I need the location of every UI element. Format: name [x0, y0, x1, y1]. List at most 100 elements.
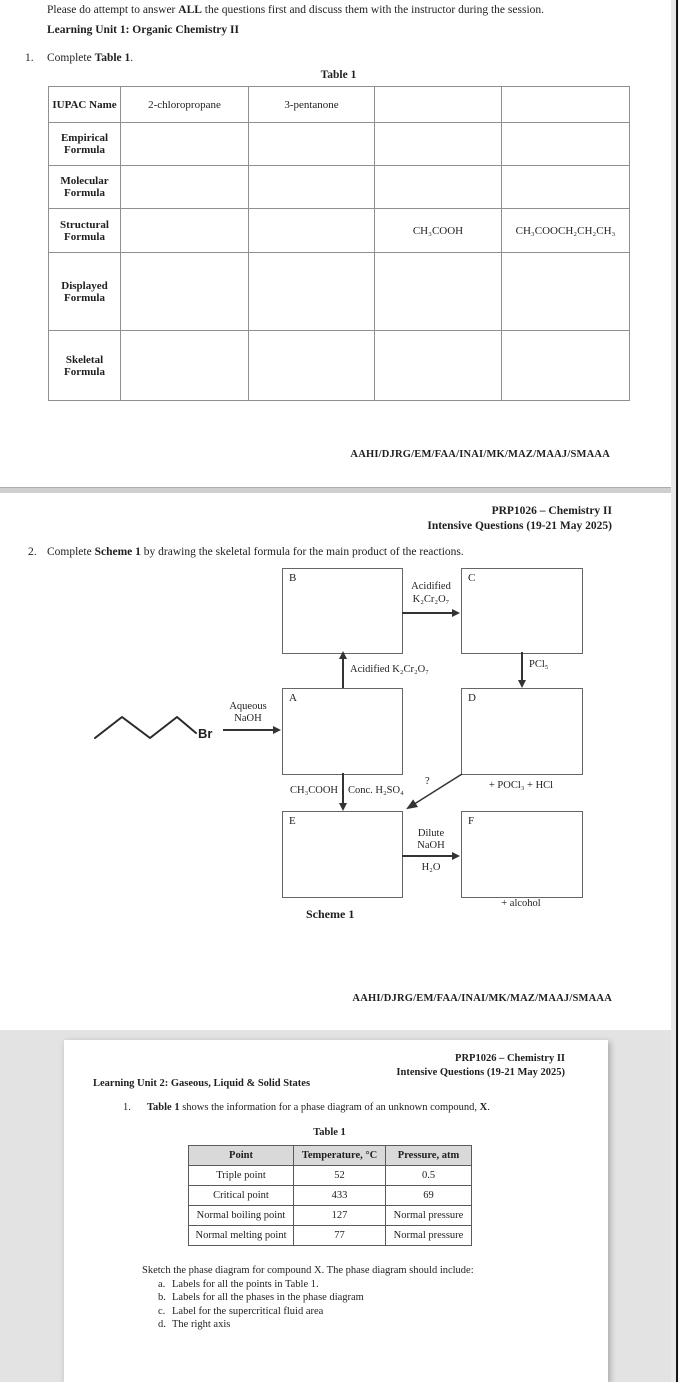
intro-post: the questions first and discuss them wit…: [201, 4, 545, 16]
table-cell-empty: [374, 165, 502, 209]
arrowhead-down-icon: [339, 803, 347, 811]
q2-pre: Complete: [47, 546, 95, 558]
page3-header: PRP1026 – Chemistry II Intensive Questio…: [396, 1052, 565, 1080]
table-row: Structural Formula CH₃COOH CH₃COOCH₂CH₂C…: [48, 208, 630, 253]
column-header: Point: [188, 1145, 294, 1166]
list-item: Labels for all the phases in the phase d…: [172, 1292, 364, 1303]
unit1-title: Learning Unit 1: Organic Chemistry II: [47, 24, 239, 36]
byproduct-f: + alcohol: [501, 898, 541, 909]
reagent-aqueous: Aqueous: [229, 701, 267, 712]
q-end: .: [487, 1102, 490, 1113]
page2-footer-code: AAHI/DJRG/EM/FAA/INAI/MK/MAZ/MAAJ/SMAAA: [352, 993, 612, 1004]
compounds-table: IUPAC Name 2-chloropropane 3-pentanone E…: [48, 86, 630, 401]
scheme-box-a: A: [282, 688, 403, 775]
reagent-b-to-c-line1: Acidified: [411, 581, 451, 592]
question1-text: Complete Table 1.: [47, 52, 133, 64]
sketch-instruction: Sketch the phase diagram for compound X.…: [142, 1265, 474, 1276]
scrollbar-track[interactable]: [671, 0, 676, 1382]
table-cell: 0.5: [385, 1165, 472, 1186]
table-cell-empty: [120, 252, 249, 331]
intro-pre: Please do attempt to answer: [47, 4, 179, 16]
question1-number: 1.: [123, 1102, 131, 1113]
table-cell: 433: [293, 1185, 386, 1206]
table-cell-empty: [248, 208, 375, 253]
table-cell-empty: [248, 252, 375, 331]
arrow-a-to-b: [342, 658, 344, 688]
list-item-label: b.: [158, 1292, 166, 1303]
box-b-label: B: [289, 572, 297, 584]
table-cell: 127: [293, 1205, 386, 1226]
table-cell-empty: [120, 208, 249, 253]
table-cell: 3-pentanone: [248, 86, 375, 123]
reagent-naoh: NaOH: [234, 713, 262, 724]
table1-caption: Table 1: [320, 69, 357, 81]
row-header: Displayed Formula: [48, 252, 121, 331]
row-header: IUPAC Name: [48, 86, 121, 123]
intro-bold: ALL: [178, 4, 202, 16]
reagent-a-to-e-left: CH₃COOH: [290, 785, 338, 796]
list-item-label: a.: [158, 1279, 166, 1290]
table-cell: Normal boiling point: [188, 1205, 294, 1226]
q-mid: shows the information for a phase diagra…: [179, 1102, 480, 1113]
table-cell: Normal melting point: [188, 1225, 294, 1246]
box-e-label: E: [289, 815, 296, 827]
page-3: PRP1026 – Chemistry II Intensive Questio…: [64, 1040, 608, 1382]
table-cell-empty: [374, 252, 502, 331]
bromobutane-skeletal-structure: Br: [94, 716, 212, 741]
table-row: Critical point 433 69: [188, 1185, 472, 1206]
arrowhead-down-icon: [518, 680, 526, 688]
table-cell-empty: [120, 165, 249, 209]
arrow-d-to-e-diagonal: [406, 773, 463, 810]
box-a-label: A: [289, 692, 297, 704]
question1-number: 1.: [25, 52, 34, 64]
q2-post: by drawing the skeletal formula for the …: [140, 546, 464, 558]
table-header-row: Point Temperature, °C Pressure, atm: [188, 1145, 472, 1166]
box-c-label: C: [468, 572, 476, 584]
table-cell-empty: [501, 252, 630, 331]
table-cell: [501, 86, 630, 123]
table-row: Empirical Formula: [48, 122, 630, 166]
reagent-d-to-e-question: ?: [425, 776, 430, 787]
course-subtitle: Intensive Questions (19-21 May 2025): [396, 1067, 565, 1078]
q2-bold: Scheme 1: [94, 546, 141, 558]
q-bold2: X: [479, 1102, 488, 1113]
list-item: The right axis: [172, 1319, 231, 1330]
table-cell: Normal pressure: [385, 1225, 472, 1246]
reagent-b-to-c-line2: K₂Cr₂O₇: [412, 594, 450, 605]
table-cell-empty: [120, 330, 249, 401]
arrow-b-to-c: [402, 612, 453, 614]
reagent-a-to-b: Acidified K₂Cr₂O₇: [350, 664, 429, 675]
table-cell: [374, 86, 502, 123]
table-cell: 69: [385, 1185, 472, 1206]
reagent-e-to-f-line2: NaOH: [417, 840, 445, 851]
course-subtitle: Intensive Questions (19-21 May 2025): [427, 520, 612, 532]
reagent-c-to-d: PCl₅: [529, 659, 549, 670]
table-cell-empty: [501, 330, 630, 401]
table-row: Normal melting point 77 Normal pressure: [188, 1225, 472, 1246]
table-cell: 52: [293, 1165, 386, 1186]
q1-pre: Complete: [47, 52, 95, 64]
table-row: Normal boiling point 127 Normal pressure: [188, 1205, 472, 1226]
page-1: Please do attempt to answer ALL the ques…: [0, 0, 671, 487]
table1-caption: Table 1: [313, 1127, 346, 1138]
table-cell: Normal pressure: [385, 1205, 472, 1226]
table-cell: 2-chloropropane: [120, 86, 249, 123]
row-header: Empirical Formula: [48, 122, 121, 166]
box-d-label: D: [468, 692, 476, 704]
table-cell: Triple point: [188, 1165, 294, 1186]
arrowhead-right-icon: [452, 852, 460, 860]
box-f-label: F: [468, 815, 475, 827]
list-item: Labels for all the points in Table 1.: [172, 1279, 319, 1290]
table-row: Skeletal Formula: [48, 330, 630, 401]
list-item-label: d.: [158, 1319, 166, 1330]
table-row: Triple point 52 0.5: [188, 1165, 472, 1186]
row-header: Skeletal Formula: [48, 330, 121, 401]
br-atom-label: Br: [198, 726, 212, 741]
question2-number: 2.: [28, 546, 37, 558]
question1-text: Table 1 shows the information for a phas…: [147, 1102, 490, 1113]
unit2-title: Learning Unit 2: Gaseous, Liquid & Solid…: [93, 1078, 311, 1089]
scheme-caption: Scheme 1: [306, 907, 355, 921]
table-cell-empty: [248, 122, 375, 166]
list-item-label: c.: [158, 1306, 166, 1317]
